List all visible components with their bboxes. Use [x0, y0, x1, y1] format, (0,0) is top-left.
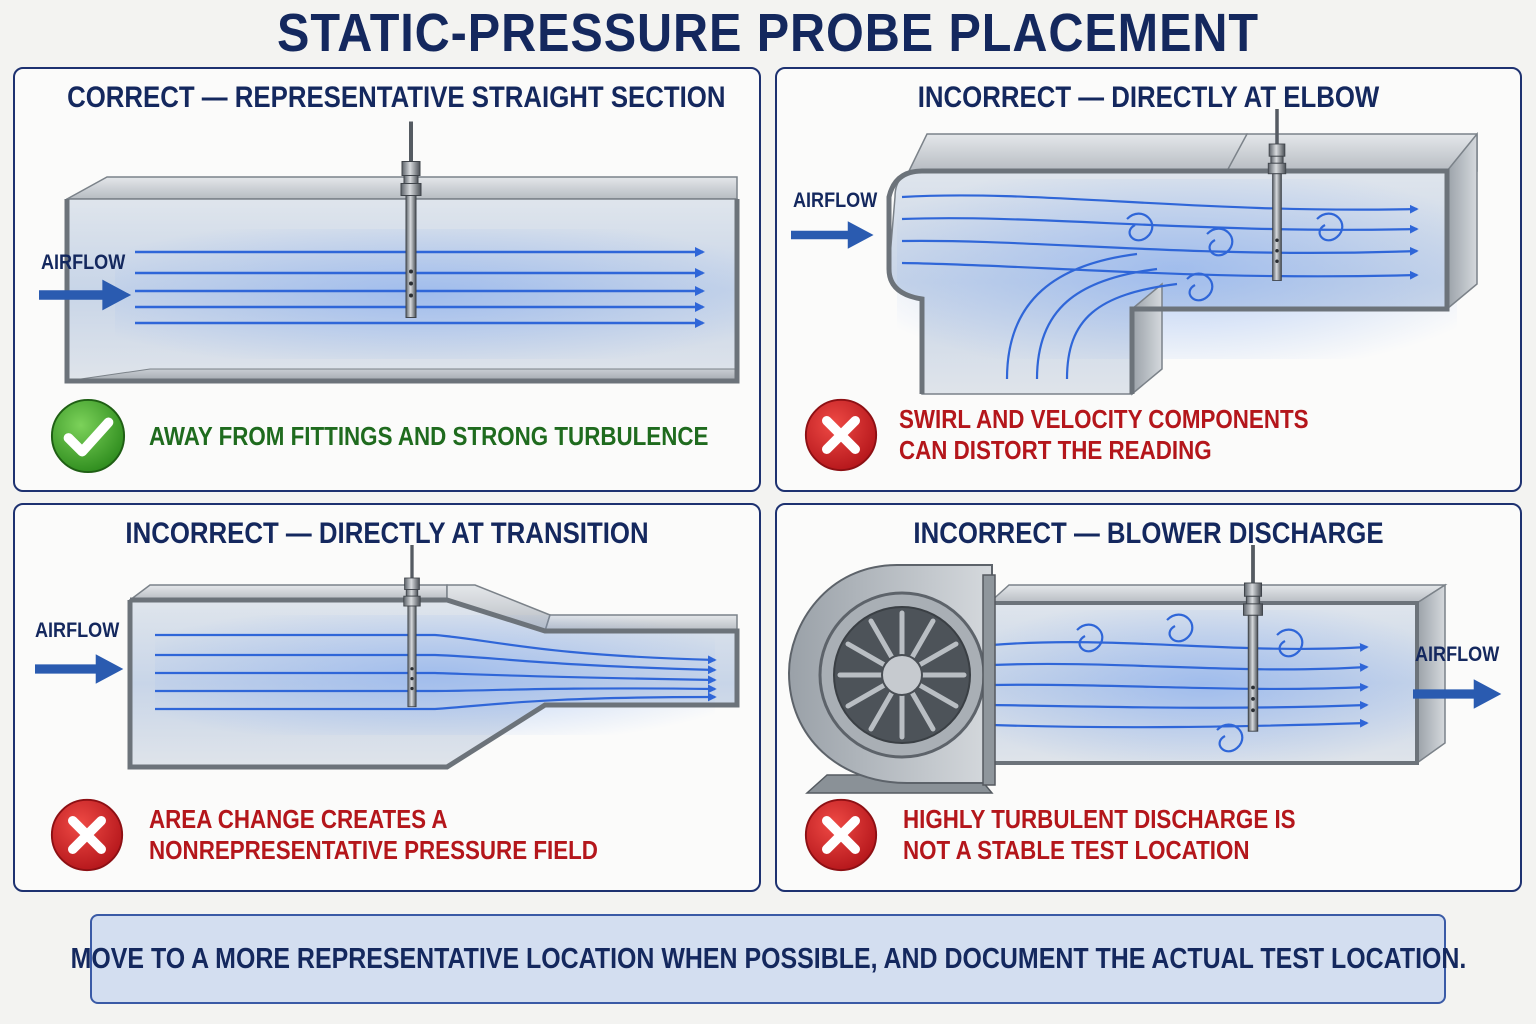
- streamline: [1035, 267, 1158, 380]
- streamline: [155, 633, 717, 665]
- swirl: [1316, 212, 1344, 242]
- streamline: [155, 671, 717, 685]
- footer-note: MOVE TO A MORE REPRESENTATIVE LOCATION W…: [70, 942, 1466, 975]
- panel-incorrect-blower-discharge: INCORRECT — BLOWER DISCHARGE: [775, 503, 1522, 892]
- swirl: [1276, 628, 1304, 658]
- page-title: STATIC-PRESSURE PROBE PLACEMENT: [277, 3, 1259, 63]
- airflow-label: AIRFLOW: [41, 251, 126, 274]
- status-message-line: AWAY FROM FITTINGS AND STRONG TURBULENCE: [149, 420, 709, 451]
- panel-correct-straight-section: CORRECT — REPRESENTATIVE STRAIGHT SECTIO…: [13, 67, 761, 492]
- swirl: [1186, 272, 1214, 302]
- swirl: [1076, 623, 1104, 653]
- streamline: [155, 684, 717, 694]
- duct-right-side: [1416, 583, 1446, 765]
- panel-title: INCORRECT — BLOWER DISCHARGE: [913, 517, 1384, 550]
- streamline: [1005, 252, 1138, 380]
- streamline: [901, 261, 1419, 280]
- airflow-label: AIRFLOW: [35, 619, 120, 642]
- airflow-arrow-icon: [791, 221, 874, 249]
- streamline: [155, 692, 717, 711]
- duct-front-frame: [64, 199, 740, 384]
- streamline: [991, 662, 1369, 672]
- streamline: [901, 217, 1419, 234]
- status-row: SWIRL AND VELOCITY COMPONENTS CAN DISTOR…: [803, 397, 1375, 473]
- status-message: SWIRL AND VELOCITY COMPONENTS CAN DISTOR…: [899, 404, 1309, 466]
- x-icon: [49, 797, 125, 873]
- blower-housing: [787, 564, 996, 794]
- swirl: [1206, 227, 1234, 257]
- status-row: HIGHLY TURBULENT DISCHARGE IS NOT A STAB…: [803, 797, 1360, 873]
- airflow-arrow-icon: [35, 654, 124, 684]
- panel-title: INCORRECT — DIRECTLY AT ELBOW: [917, 81, 1380, 114]
- streamline: [901, 239, 1419, 256]
- duct-top-face: [1225, 133, 1478, 172]
- panel-incorrect-elbow: INCORRECT — DIRECTLY AT ELBOW AIRFLOW SW…: [775, 67, 1522, 492]
- status-message: AWAY FROM FITTINGS AND STRONG TURBULENCE: [149, 421, 708, 452]
- flow-streamlines: [901, 194, 1419, 380]
- duct-front-frame: [989, 601, 1419, 765]
- duct-top-face: [987, 584, 1448, 604]
- streamline: [1065, 282, 1178, 380]
- check-icon: [49, 397, 127, 475]
- swirl: [1216, 723, 1244, 753]
- status-row: AREA CHANGE CREATES A NONREPRESENTATIVE …: [49, 797, 671, 873]
- status-message-line: NONREPRESENTATIVE PRESSURE FIELD: [149, 835, 598, 865]
- streamline: [901, 194, 1419, 214]
- swirl: [1126, 212, 1154, 242]
- duct-flow-glow: [115, 229, 735, 359]
- airflow-label: AIRFLOW: [1415, 643, 1500, 666]
- status-message-line: CAN DISTORT THE READING: [899, 435, 1212, 465]
- status-message-line: HIGHLY TURBULENT DISCHARGE IS: [903, 804, 1296, 834]
- flow-streamlines: [155, 633, 717, 711]
- airflow-label: AIRFLOW: [793, 189, 878, 212]
- x-icon: [803, 797, 879, 873]
- panel-title: CORRECT — REPRESENTATIVE STRAIGHT SECTIO…: [67, 81, 726, 114]
- x-icon: [803, 397, 879, 473]
- blower-outlet-flange: [982, 574, 996, 786]
- footer-note-box: MOVE TO A MORE REPRESENTATIVE LOCATION W…: [70, 914, 1466, 1004]
- duct-front-frame: [127, 597, 740, 770]
- streamline: [991, 641, 1369, 652]
- straight-duct-illustration: [39, 120, 740, 384]
- flow-streamlines: [135, 247, 705, 328]
- status-message-line: AREA CHANGE CREATES A: [149, 804, 448, 834]
- fan-hub: [881, 654, 923, 696]
- duct-flow-glow: [897, 179, 1457, 359]
- elbow-duct-illustration: [791, 109, 1478, 396]
- status-row: AWAY FROM FITTINGS AND STRONG TURBULENCE: [49, 397, 759, 475]
- duct-top-face: [907, 133, 1248, 172]
- panel-title: INCORRECT — DIRECTLY AT TRANSITION: [125, 517, 649, 550]
- streamline: [991, 700, 1369, 710]
- streamline: [991, 718, 1369, 729]
- blower-duct-illustration: [787, 545, 1502, 794]
- swirl: [1166, 613, 1194, 643]
- duct-front-frame: [886, 168, 1450, 394]
- streamline: [991, 682, 1369, 692]
- status-message-line: SWIRL AND VELOCITY COMPONENTS: [899, 404, 1309, 434]
- flow-streamlines: [991, 613, 1369, 753]
- transition-duct-illustration: [35, 545, 740, 770]
- status-message-line: NOT A STABLE TEST LOCATION: [903, 835, 1250, 865]
- panel-incorrect-transition: INCORRECT — DIRECTLY AT TRANSITION AIRFL…: [13, 503, 761, 892]
- status-message: AREA CHANGE CREATES A NONREPRESENTATIVE …: [149, 804, 598, 866]
- status-message: HIGHLY TURBULENT DISCHARGE IS NOT A STAB…: [903, 804, 1296, 866]
- streamline: [155, 653, 717, 675]
